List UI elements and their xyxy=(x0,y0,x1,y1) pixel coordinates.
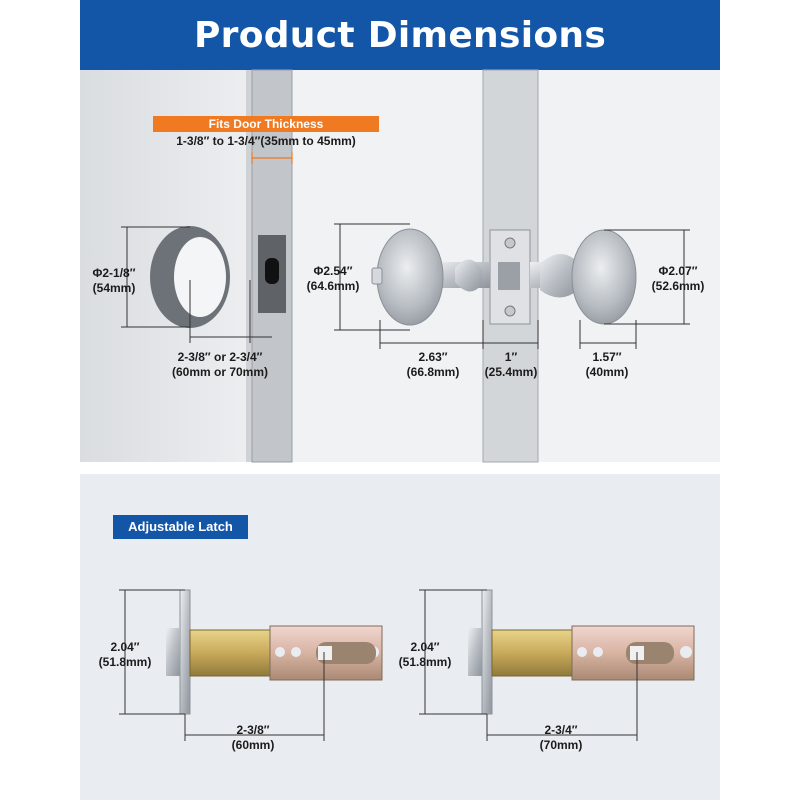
knob-left-icon xyxy=(371,228,490,326)
bore-diameter-mm: (54mm) xyxy=(92,281,136,295)
backset-label: 2-3/8″ or 2-3/4″ xyxy=(177,350,263,364)
knob-right-icon xyxy=(530,229,637,325)
header-banner: Product Dimensions xyxy=(80,0,720,70)
bore-diameter-label: Φ2-1/8″ xyxy=(92,266,136,280)
latch-right-backset: 2-3/4″ xyxy=(544,723,578,737)
backset-dimension xyxy=(189,280,272,343)
latch-left-backset-mm: (60mm) xyxy=(231,738,275,752)
bore-hole-icon xyxy=(150,226,230,328)
latch-left-dimensions xyxy=(119,589,325,741)
knob-left-projection-mm: (66.8mm) xyxy=(406,365,460,379)
door-edge xyxy=(251,69,293,463)
page-title: Product Dimensions xyxy=(193,14,607,56)
adjustable-latch-badge: Adjustable Latch xyxy=(113,515,248,539)
latch-right-height: 2.04″ xyxy=(410,640,440,654)
knob-right-projection: 1.57″ xyxy=(592,350,622,364)
latch-left-icon xyxy=(166,589,383,715)
door-thickness-value: 1-3/8″ to 1-3/4″(35mm to 45mm) xyxy=(176,134,356,148)
thickness-dimension xyxy=(251,152,293,164)
latch-right-backset-mm: (70mm) xyxy=(539,738,583,752)
rose-width-mm: (25.4mm) xyxy=(484,365,538,379)
fits-door-thickness-label: Fits Door Thickness xyxy=(153,116,379,132)
bore-dimension xyxy=(121,226,190,328)
knob-left-diameter: Φ2.54″ xyxy=(313,264,353,278)
latch-left-backset: 2-3/8″ xyxy=(236,723,270,737)
rose-plate xyxy=(489,229,531,325)
rose-width: 1″ xyxy=(504,350,518,364)
backset-mm: (60mm or 70mm) xyxy=(171,365,269,379)
latch-left-height-mm: (51.8mm) xyxy=(98,655,152,669)
knob-right-projection-mm: (40mm) xyxy=(585,365,629,379)
knob-left-diameter-mm: (64.6mm) xyxy=(306,279,360,293)
latch-right-dimensions xyxy=(419,589,638,741)
knob-right-diameter: Φ2.07″ xyxy=(658,264,698,278)
knob-right-diameter-mm: (52.6mm) xyxy=(651,279,705,293)
latch-right-icon xyxy=(468,589,695,715)
latch-left-height: 2.04″ xyxy=(110,640,140,654)
knob-left-projection: 2.63″ xyxy=(418,350,448,364)
latch-right-height-mm: (51.8mm) xyxy=(398,655,452,669)
knob-dimensions xyxy=(334,223,690,349)
